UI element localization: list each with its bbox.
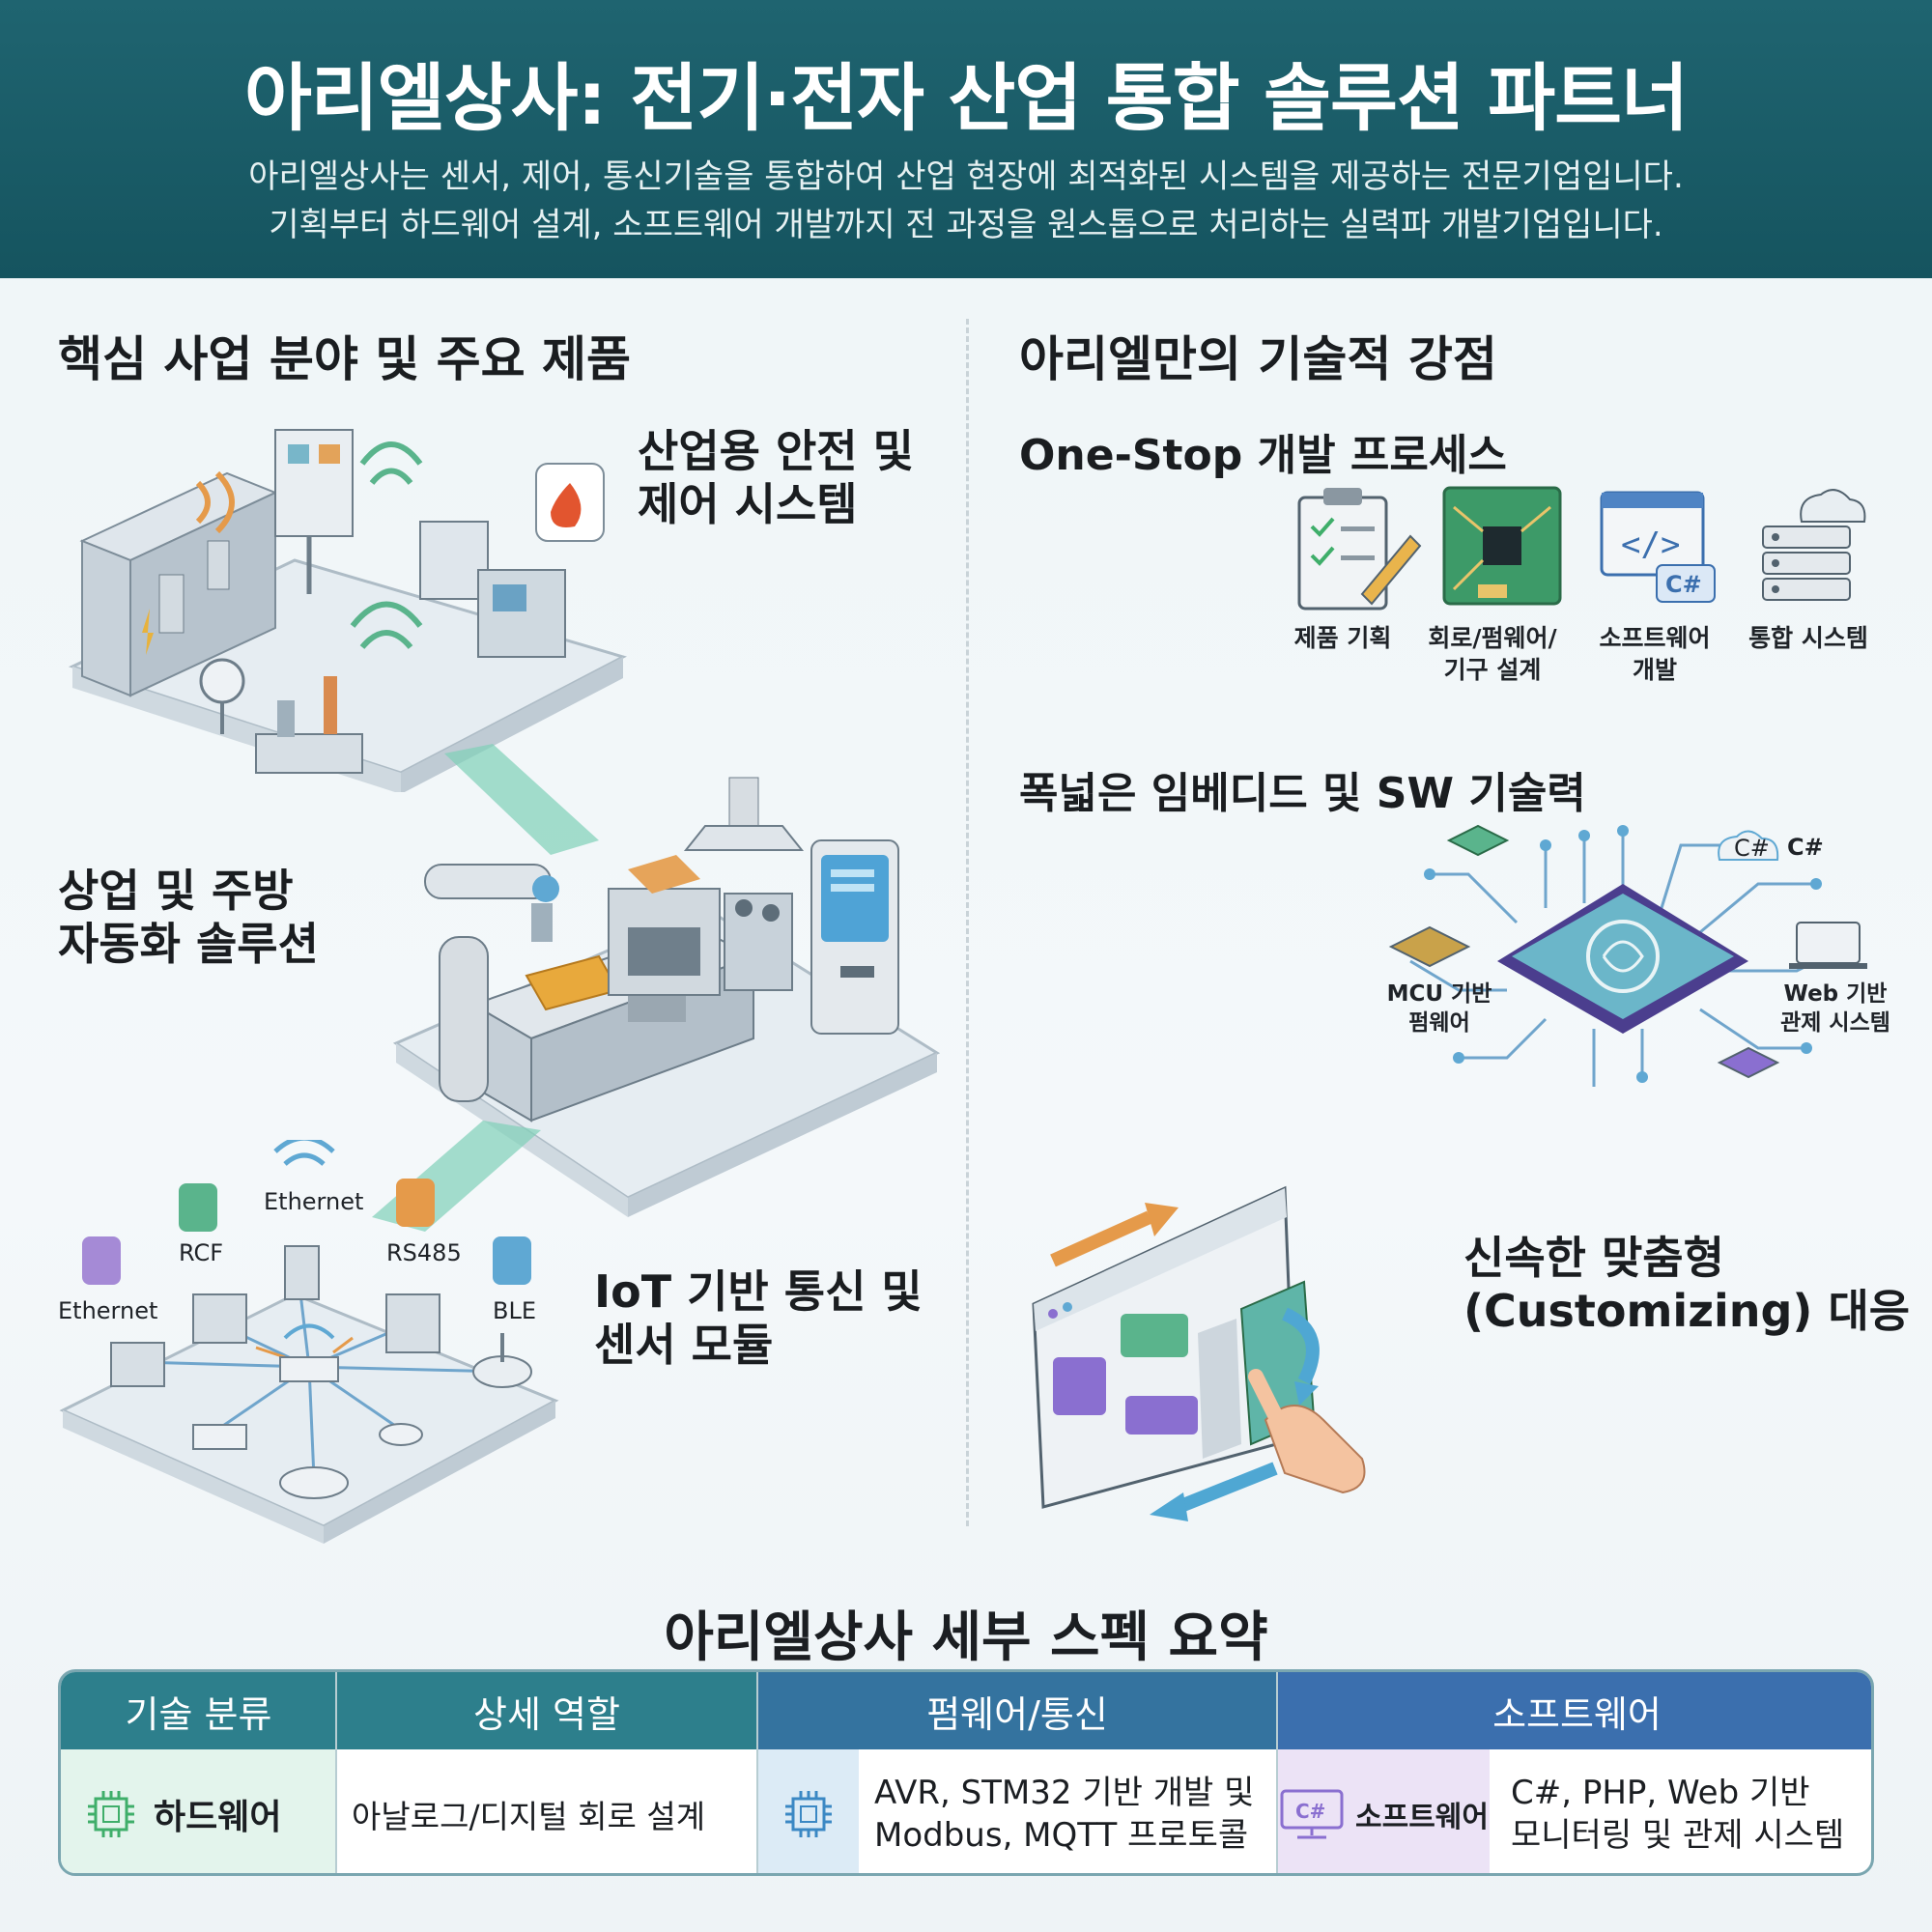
svg-text:C#: C# (1734, 835, 1770, 862)
cell-software: C# 소프트웨어 (1277, 1749, 1490, 1873)
table-col-divider (756, 1672, 758, 1873)
industrial-label-line-2: 제어 시스템 (638, 478, 858, 531)
process-step-design: 회로/펌웨어/ 기구 설계 (1420, 623, 1565, 686)
business-item-industrial: 산업용 안전 및 제어 시스템 (638, 425, 914, 531)
microcontroller-icon (784, 1791, 832, 1837)
software-icon-text: C# (1295, 1800, 1325, 1823)
iot-label-rcf: RCF (179, 1239, 223, 1266)
mcu-label-line-2: 펌웨어 (1408, 1009, 1470, 1036)
onestop-title: One-Stop 개발 프로세스 (1019, 431, 1507, 480)
code-window-icon: </> C# (1600, 491, 1716, 603)
header-banner: 아리엘상사: 전기·전자 산업 통합 솔루션 파트너 아리엘상사는 센서, 제어… (0, 0, 1932, 278)
step-4-line-1: 통합 시스템 (1748, 624, 1868, 652)
firmware-line-1: AVR, STM32 기반 개발 및 (874, 1773, 1255, 1812)
table-col-divider (1276, 1672, 1278, 1873)
embedded-chip-illustration: C# C# (1388, 824, 1867, 1087)
business-item-iot: IoT 기반 통신 및 센서 모듈 (594, 1265, 923, 1372)
business-section-title: 핵심 사업 분야 및 주요 제품 (58, 331, 632, 387)
kitchen-label-line-2: 자동화 솔루션 (58, 918, 319, 971)
iot-label-line-2: 센서 모듈 (594, 1319, 774, 1372)
step-2-line-1: 회로/펌웨어/ (1428, 624, 1557, 652)
cell-firmware-icon (757, 1749, 859, 1873)
code-badge-text: C# (1665, 571, 1702, 598)
clipboard-icon (1297, 488, 1422, 611)
iot-label-ethernet-left: Ethernet (58, 1297, 157, 1324)
th-category: 기술 분류 (61, 1672, 336, 1749)
spec-table-title: 아리엘상사 세부 스펙 요약 (664, 1606, 1268, 1669)
step-1-line-1: 제품 기획 (1293, 624, 1392, 652)
chip-icon (88, 1791, 134, 1837)
iot-label-ethernet-top: Ethernet (264, 1188, 363, 1215)
iot-label-line-1: IoT 기반 통신 및 (594, 1265, 923, 1318)
customizing-label: 신속한 맞춤형 (Customizing) 대응 (1463, 1232, 1910, 1338)
process-step-planning: 제품 기획 (1270, 623, 1415, 655)
cell-firmware-detail: AVR, STM32 기반 개발 및 Modbus, MQTT 프로토콜 (859, 1749, 1277, 1873)
cell-hardware: 하드웨어 (61, 1749, 336, 1873)
web-label-line-1: Web 기반 (1783, 981, 1888, 1007)
business-item-kitchen: 상업 및 주방 자동화 솔루션 (58, 865, 319, 971)
header-description-line-1: 아리엘상사는 센서, 제어, 통신기술을 통합하여 산업 현장에 최적화된 시스… (248, 157, 1684, 196)
mcu-label-line-1: MCU 기반 (1386, 981, 1492, 1007)
spec-table: 기술 분류 상세 역할 펌웨어/통신 소프트웨어 하드웨어 아날로그/디지털 회… (58, 1669, 1874, 1876)
process-step-integration: 통합 시스템 (1736, 623, 1881, 655)
mcu-firmware-label: MCU 기반 펌웨어 (1362, 980, 1517, 1038)
iot-label-ble: BLE (493, 1297, 536, 1324)
embedded-title: 폭넓은 임베디드 및 SW 기술력 (1019, 769, 1586, 818)
iot-network-illustration: Ethernet RCF RS485 Ethernet BLE (58, 1140, 559, 1544)
page-title: 아리엘상사: 전기·전자 산업 통합 솔루션 파트너 (243, 55, 1689, 141)
step-2-line-2: 기구 설계 (1443, 655, 1542, 684)
industrial-control-illustration (68, 429, 627, 792)
web-label-line-2: 관제 시스템 (1780, 1009, 1890, 1036)
software-line-2: 모니터링 및 관제 시스템 (1511, 1816, 1845, 1855)
step-3-line-2: 개발 (1632, 655, 1677, 684)
cell-software-detail: C#, PHP, Web 기반 모니터링 및 관제 시스템 (1490, 1749, 1871, 1873)
iot-label-rs485: RS485 (386, 1239, 462, 1266)
th-role: 상세 역할 (336, 1672, 757, 1749)
onestop-process-icons: </> C# (1297, 486, 1866, 611)
customizing-illustration (1032, 1185, 1366, 1521)
software-label: 소프트웨어 (1355, 1801, 1489, 1834)
industrial-label-line-1: 산업용 안전 및 (638, 425, 914, 477)
cell-hardware-detail: 아날로그/디지털 회로 설계 (352, 1798, 706, 1835)
connector-band-1 (444, 744, 599, 855)
table-col-divider (335, 1672, 337, 1873)
hardware-label: 하드웨어 (154, 1798, 282, 1837)
server-cloud-icon (1762, 489, 1866, 601)
circuit-board-icon (1442, 486, 1562, 606)
software-line-1: C#, PHP, Web 기반 (1511, 1773, 1810, 1812)
strengths-section-title: 아리엘만의 기술적 강점 (1019, 331, 1497, 387)
svg-text:</>: </> (1621, 526, 1680, 564)
header-description-line-2: 기획부터 하드웨어 설계, 소프트웨어 개발까지 전 과정을 원스톱으로 처리하… (269, 206, 1663, 244)
cloud-csharp-label: C# (1787, 834, 1824, 861)
firmware-line-2: Modbus, MQTT 프로토콜 (874, 1816, 1249, 1855)
kitchen-label-line-1: 상업 및 주방 (58, 865, 294, 917)
web-monitoring-label: Web 기반 관제 시스템 (1758, 980, 1913, 1038)
monitor-csharp-icon: C# (1280, 1789, 1344, 1839)
process-step-software: 소프트웨어 개발 (1582, 623, 1727, 686)
step-3-line-1: 소프트웨어 (1599, 624, 1711, 652)
customizing-label-line-1: 신속한 맞춤형 (1463, 1232, 1724, 1284)
th-software: 소프트웨어 (1277, 1672, 1871, 1749)
th-firmware: 펌웨어/통신 (757, 1672, 1277, 1749)
column-divider (966, 319, 969, 1526)
customizing-label-line-2: (Customizing) 대응 (1463, 1285, 1911, 1338)
